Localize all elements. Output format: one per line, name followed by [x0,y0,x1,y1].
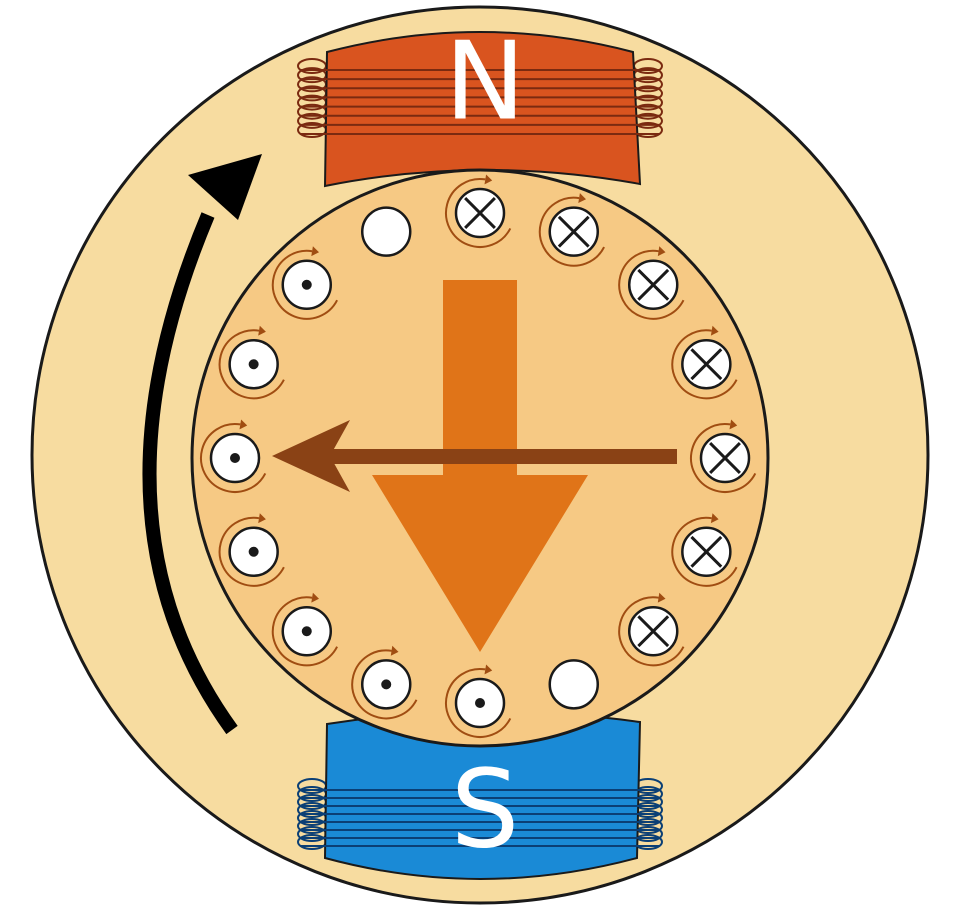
armature-arrow-shaft [330,449,677,464]
cross-stroke [464,197,496,229]
current-loop [445,667,512,738]
current-loop-arrowhead [258,513,266,524]
dot-mark [381,679,392,690]
south-pole-winding-front [300,789,660,847]
conductor [200,419,267,493]
empty-circle-icon [548,659,600,710]
armature-arrowhead [272,420,350,492]
south-pole: S [297,710,663,880]
field-direction-arrow [372,280,588,652]
current-loop-arrowhead [311,246,319,257]
current-loop [538,196,605,267]
conductor [548,659,600,710]
conductor [671,513,738,587]
north-pole-label: N [445,20,526,145]
cross-stroke [690,348,723,381]
current-loop-arrowhead [729,419,738,430]
conductor [538,193,605,267]
conductor [690,419,757,493]
dot-mark [230,453,240,463]
current-loop [200,422,267,493]
rotation-direction-arrow [142,154,262,735]
current-loop [271,596,338,667]
conductor [351,645,418,720]
current-loop [618,596,685,667]
current-loop [671,516,738,587]
dot-mark [248,546,259,557]
current-loop [671,329,738,400]
dot-mark [248,359,259,370]
current-loop-arrowhead [657,246,666,257]
current-loop [271,249,338,320]
rotation-arrowhead [188,154,262,220]
north-pole: N [297,20,663,188]
current-loop-arrowhead [484,174,493,185]
current-loop [351,649,418,720]
current-loop-arrowhead [710,325,719,336]
conductor [218,513,285,587]
current-loop-arrowhead [484,664,493,675]
current-loop [690,422,757,493]
current-loop [218,329,285,400]
current-loop [618,249,685,320]
cross-stroke [637,268,670,301]
dot-mark [475,698,485,708]
current-loop-arrowhead [258,325,266,336]
conductor [445,174,512,248]
current-loop [218,516,285,587]
conductor [445,664,512,738]
current-loop [445,177,512,248]
cross-stroke [709,442,741,474]
conductor [618,246,685,320]
dot-mark [301,279,312,290]
north-pole-winding-front [300,69,660,135]
current-loop-arrowhead [390,645,399,656]
current-loop-arrowhead [710,513,719,524]
dot-mark [301,626,312,637]
empty-circle-icon [360,206,412,257]
cross-stroke [557,215,590,248]
armature-field-arrow [272,420,677,492]
conductor [218,325,285,400]
current-loop-arrowhead [657,592,666,603]
current-loop-arrowhead [311,592,319,603]
armature-conductors [200,174,757,738]
conductor [271,592,338,667]
cross-stroke [637,615,670,648]
current-loop-arrowhead [239,419,248,430]
rotation-arc [142,212,238,735]
conductor [360,206,412,257]
current-loop-arrowhead [578,193,586,203]
conductor [618,592,685,667]
conductor [671,325,738,400]
conductor [271,246,338,320]
cross-stroke [690,535,723,568]
south-pole-label: S [451,748,520,873]
